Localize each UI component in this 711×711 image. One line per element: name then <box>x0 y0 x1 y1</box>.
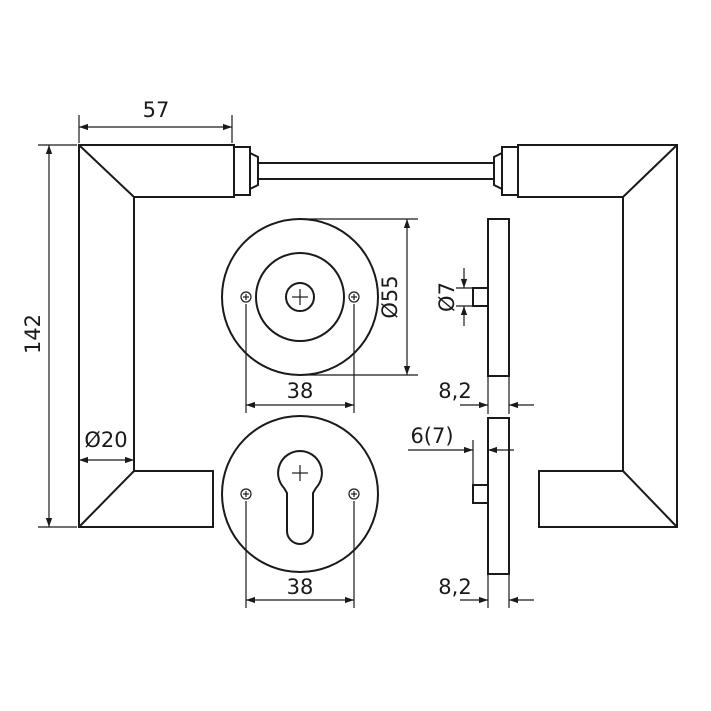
right-lever-handle <box>493 144 678 528</box>
label-142: 142 <box>21 314 45 354</box>
spindle-bar <box>258 162 494 180</box>
dimension-8-2-top: 8,2 <box>438 376 534 414</box>
label-diameter-7: Ø7 <box>435 282 459 312</box>
dimension-8-2-bottom: 8,2 <box>438 574 534 608</box>
left-lever-handle <box>78 144 259 528</box>
label-57: 57 <box>143 98 170 122</box>
label-6-7: 6(7) <box>410 424 453 448</box>
label-38-bottom: 38 <box>287 575 314 599</box>
dimension-38-bottom: 38 <box>245 501 355 608</box>
bottom-side-view <box>472 417 510 575</box>
label-8-2-top: 8,2 <box>438 379 471 403</box>
top-side-view <box>472 218 510 377</box>
bottom-rosette <box>221 415 379 573</box>
label-8-2-bottom: 8,2 <box>438 575 471 599</box>
dimension-38-top: 38 <box>245 304 355 413</box>
dimension-57: 57 <box>78 98 233 143</box>
dimension-6-7: 6(7) <box>408 418 514 485</box>
dimension-diameter-55: Ø55 <box>300 218 418 376</box>
label-diameter-55: Ø55 <box>378 275 402 318</box>
dimension-diameter-7: Ø7 <box>435 268 476 326</box>
label-diameter-20: Ø20 <box>84 428 127 452</box>
label-38-top: 38 <box>287 379 314 403</box>
dimension-diameter-20: Ø20 <box>79 428 134 464</box>
dimension-142: 142 <box>21 144 77 528</box>
